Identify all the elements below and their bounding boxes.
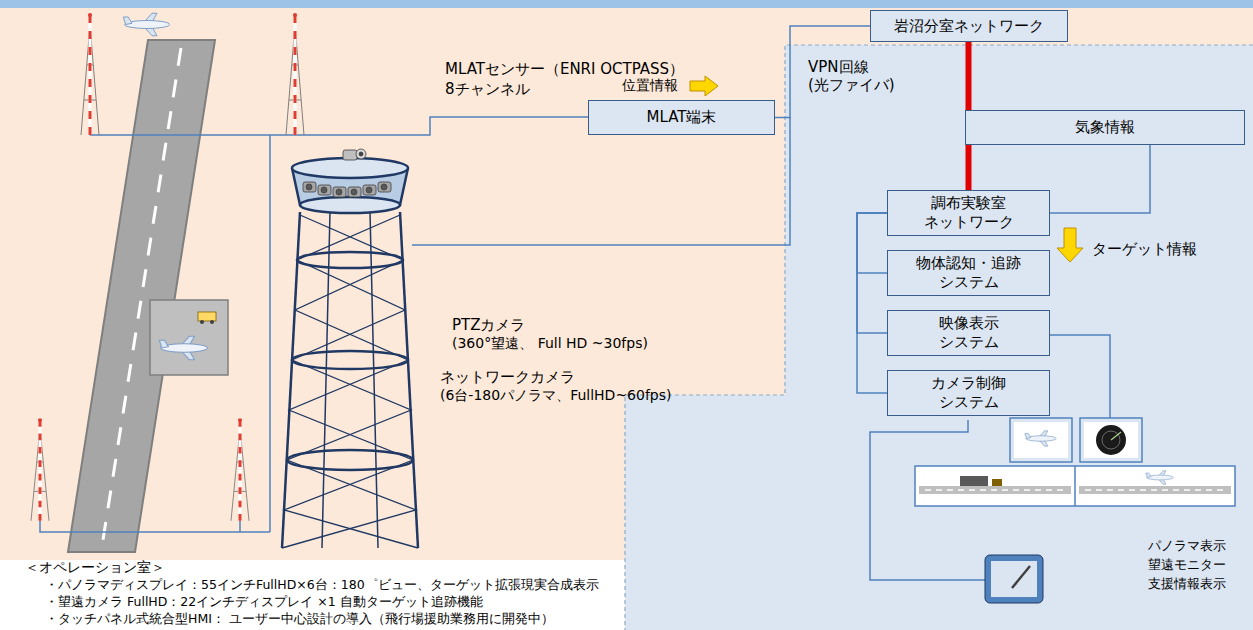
spec-note: ・タッチパネル式統合型HMI： ユーザー中心設計の導入（飛行場援助業務用に開発中… bbox=[45, 611, 554, 626]
vehicle bbox=[198, 312, 216, 324]
data-flow-arrow bbox=[690, 76, 718, 96]
runway-centerline bbox=[102, 48, 181, 546]
network-link bbox=[857, 213, 887, 393]
flow-label: ターゲット情報 bbox=[1092, 240, 1197, 258]
network-link bbox=[857, 213, 887, 333]
box-text: 映像表示 システム bbox=[913, 314, 1025, 352]
section-heading: ＜オペレーション室＞ bbox=[25, 559, 165, 576]
camera-label: PTZカメラ bbox=[452, 316, 525, 334]
apron bbox=[150, 300, 228, 375]
box-text: カメラ制御 システム bbox=[913, 374, 1025, 412]
box-text: 物体認知・追跡 システム bbox=[913, 254, 1025, 292]
wire bbox=[40, 117, 1110, 580]
aircraft bbox=[123, 13, 169, 36]
camera-spec: (360°望遠、 Full HD ~30fps) bbox=[452, 335, 648, 352]
display-label: 支援情報表示 bbox=[1148, 576, 1226, 592]
control-tower bbox=[282, 158, 418, 548]
network-link bbox=[857, 213, 887, 273]
mlat-antenna bbox=[31, 418, 49, 520]
display-label: パノラマ表示 bbox=[1148, 538, 1226, 554]
flow-label: 位置情報 bbox=[622, 77, 678, 94]
spec-note: ・パノラマディスプレイ：55インチFullHD×6台：180゜ビュー、ターゲット… bbox=[45, 577, 599, 592]
panorama-display bbox=[915, 466, 1235, 506]
network-link bbox=[1050, 145, 1150, 213]
box-text: 岩沼分室ネットワーク bbox=[894, 17, 1044, 36]
network-camera bbox=[303, 182, 391, 197]
camera-label: ネットワークカメラ bbox=[440, 368, 575, 386]
box-text: MLAT端末 bbox=[647, 108, 717, 127]
network-box: カメラ制御 システム bbox=[887, 370, 1050, 416]
data-flow-arrow bbox=[1057, 228, 1083, 262]
network-box: 岩沼分室ネットワーク bbox=[870, 10, 1068, 42]
camera-spec: (6台-180パノラマ、FullHD~60fps) bbox=[440, 387, 672, 404]
network-box: 調布実験室 ネットワーク bbox=[887, 190, 1050, 236]
telescope-monitor bbox=[1010, 418, 1072, 462]
radar-monitor bbox=[1080, 418, 1142, 462]
network-box: MLAT端末 bbox=[588, 100, 775, 135]
mlat-antenna bbox=[231, 418, 249, 520]
channel-label: 8チャンネル bbox=[445, 80, 530, 98]
spec-note: ・望遠カメラ FullHD：22インチディスプレイ ×1 自動ターゲット追跡機能 bbox=[45, 594, 483, 609]
aircraft bbox=[159, 336, 207, 359]
network-box: 物体認知・追跡 システム bbox=[887, 250, 1050, 296]
line-label: VPN回線 (光ファイバ) bbox=[808, 58, 904, 94]
sensor-label: MLATセンサー（ENRI OCTPASS） bbox=[445, 60, 684, 78]
display-label: 望遠モニター bbox=[1148, 557, 1226, 573]
network-box: 映像表示 システム bbox=[887, 310, 1050, 356]
box-text: 気象情報 bbox=[1075, 118, 1135, 137]
top-band bbox=[0, 0, 1253, 8]
mlat-antenna bbox=[286, 13, 304, 135]
box-text: 調布実験室 ネットワーク bbox=[913, 194, 1025, 232]
network-box: 気象情報 bbox=[965, 110, 1245, 145]
ptz-camera bbox=[343, 149, 366, 160]
mlat-antenna bbox=[81, 13, 99, 135]
touch-panel bbox=[985, 555, 1043, 603]
